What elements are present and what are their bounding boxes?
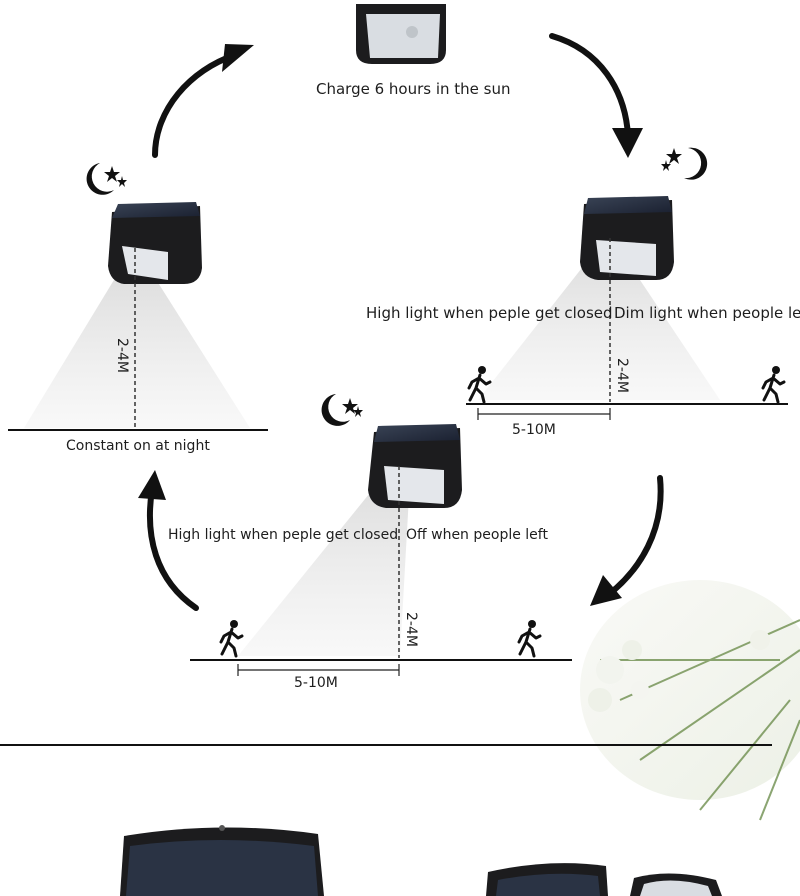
walking-person-icon xyxy=(517,620,542,658)
product-preview-right xyxy=(486,863,722,896)
distance-label-right: 5-10M xyxy=(512,422,556,438)
walking-person-icon xyxy=(219,620,244,658)
moon-stars-icon-bottom xyxy=(321,394,363,426)
charge-label: Charge 6 hours in the sun xyxy=(316,80,511,98)
mode-constant xyxy=(8,202,268,431)
lamp-left xyxy=(108,202,202,284)
height-label-right: 2-4M xyxy=(614,358,630,393)
walking-person-icon xyxy=(761,366,786,404)
moon-stars-icon-left xyxy=(86,163,127,195)
lamp-top xyxy=(356,4,446,64)
plant-decoration xyxy=(580,580,800,821)
walking-person-icon xyxy=(467,366,492,404)
arrow-top-left xyxy=(152,44,254,158)
lamp-right xyxy=(580,196,674,280)
lamp-bottom xyxy=(368,424,462,508)
height-label-bottom: 2-4M xyxy=(403,612,419,647)
off-when-left-label: Off when people left xyxy=(406,527,548,543)
moon-stars-icon-right xyxy=(661,147,708,180)
height-label-left: 2-4M xyxy=(114,338,130,373)
mode-off xyxy=(190,424,572,676)
arrow-top-right xyxy=(549,33,643,158)
product-preview-left xyxy=(120,825,324,896)
high-light-label-bottom: High light when peple get closed xyxy=(168,527,399,543)
constant-on-label: Constant on at night xyxy=(66,438,210,454)
distance-label-bottom: 5-10M xyxy=(294,675,338,691)
arrow-bottom-left xyxy=(138,470,199,611)
mode-dim xyxy=(466,196,788,420)
dim-light-label: Dim light when people left xyxy=(614,304,800,322)
arrow-bottom-right xyxy=(590,475,664,606)
high-light-label-right: High light when peple get closed xyxy=(366,304,613,322)
